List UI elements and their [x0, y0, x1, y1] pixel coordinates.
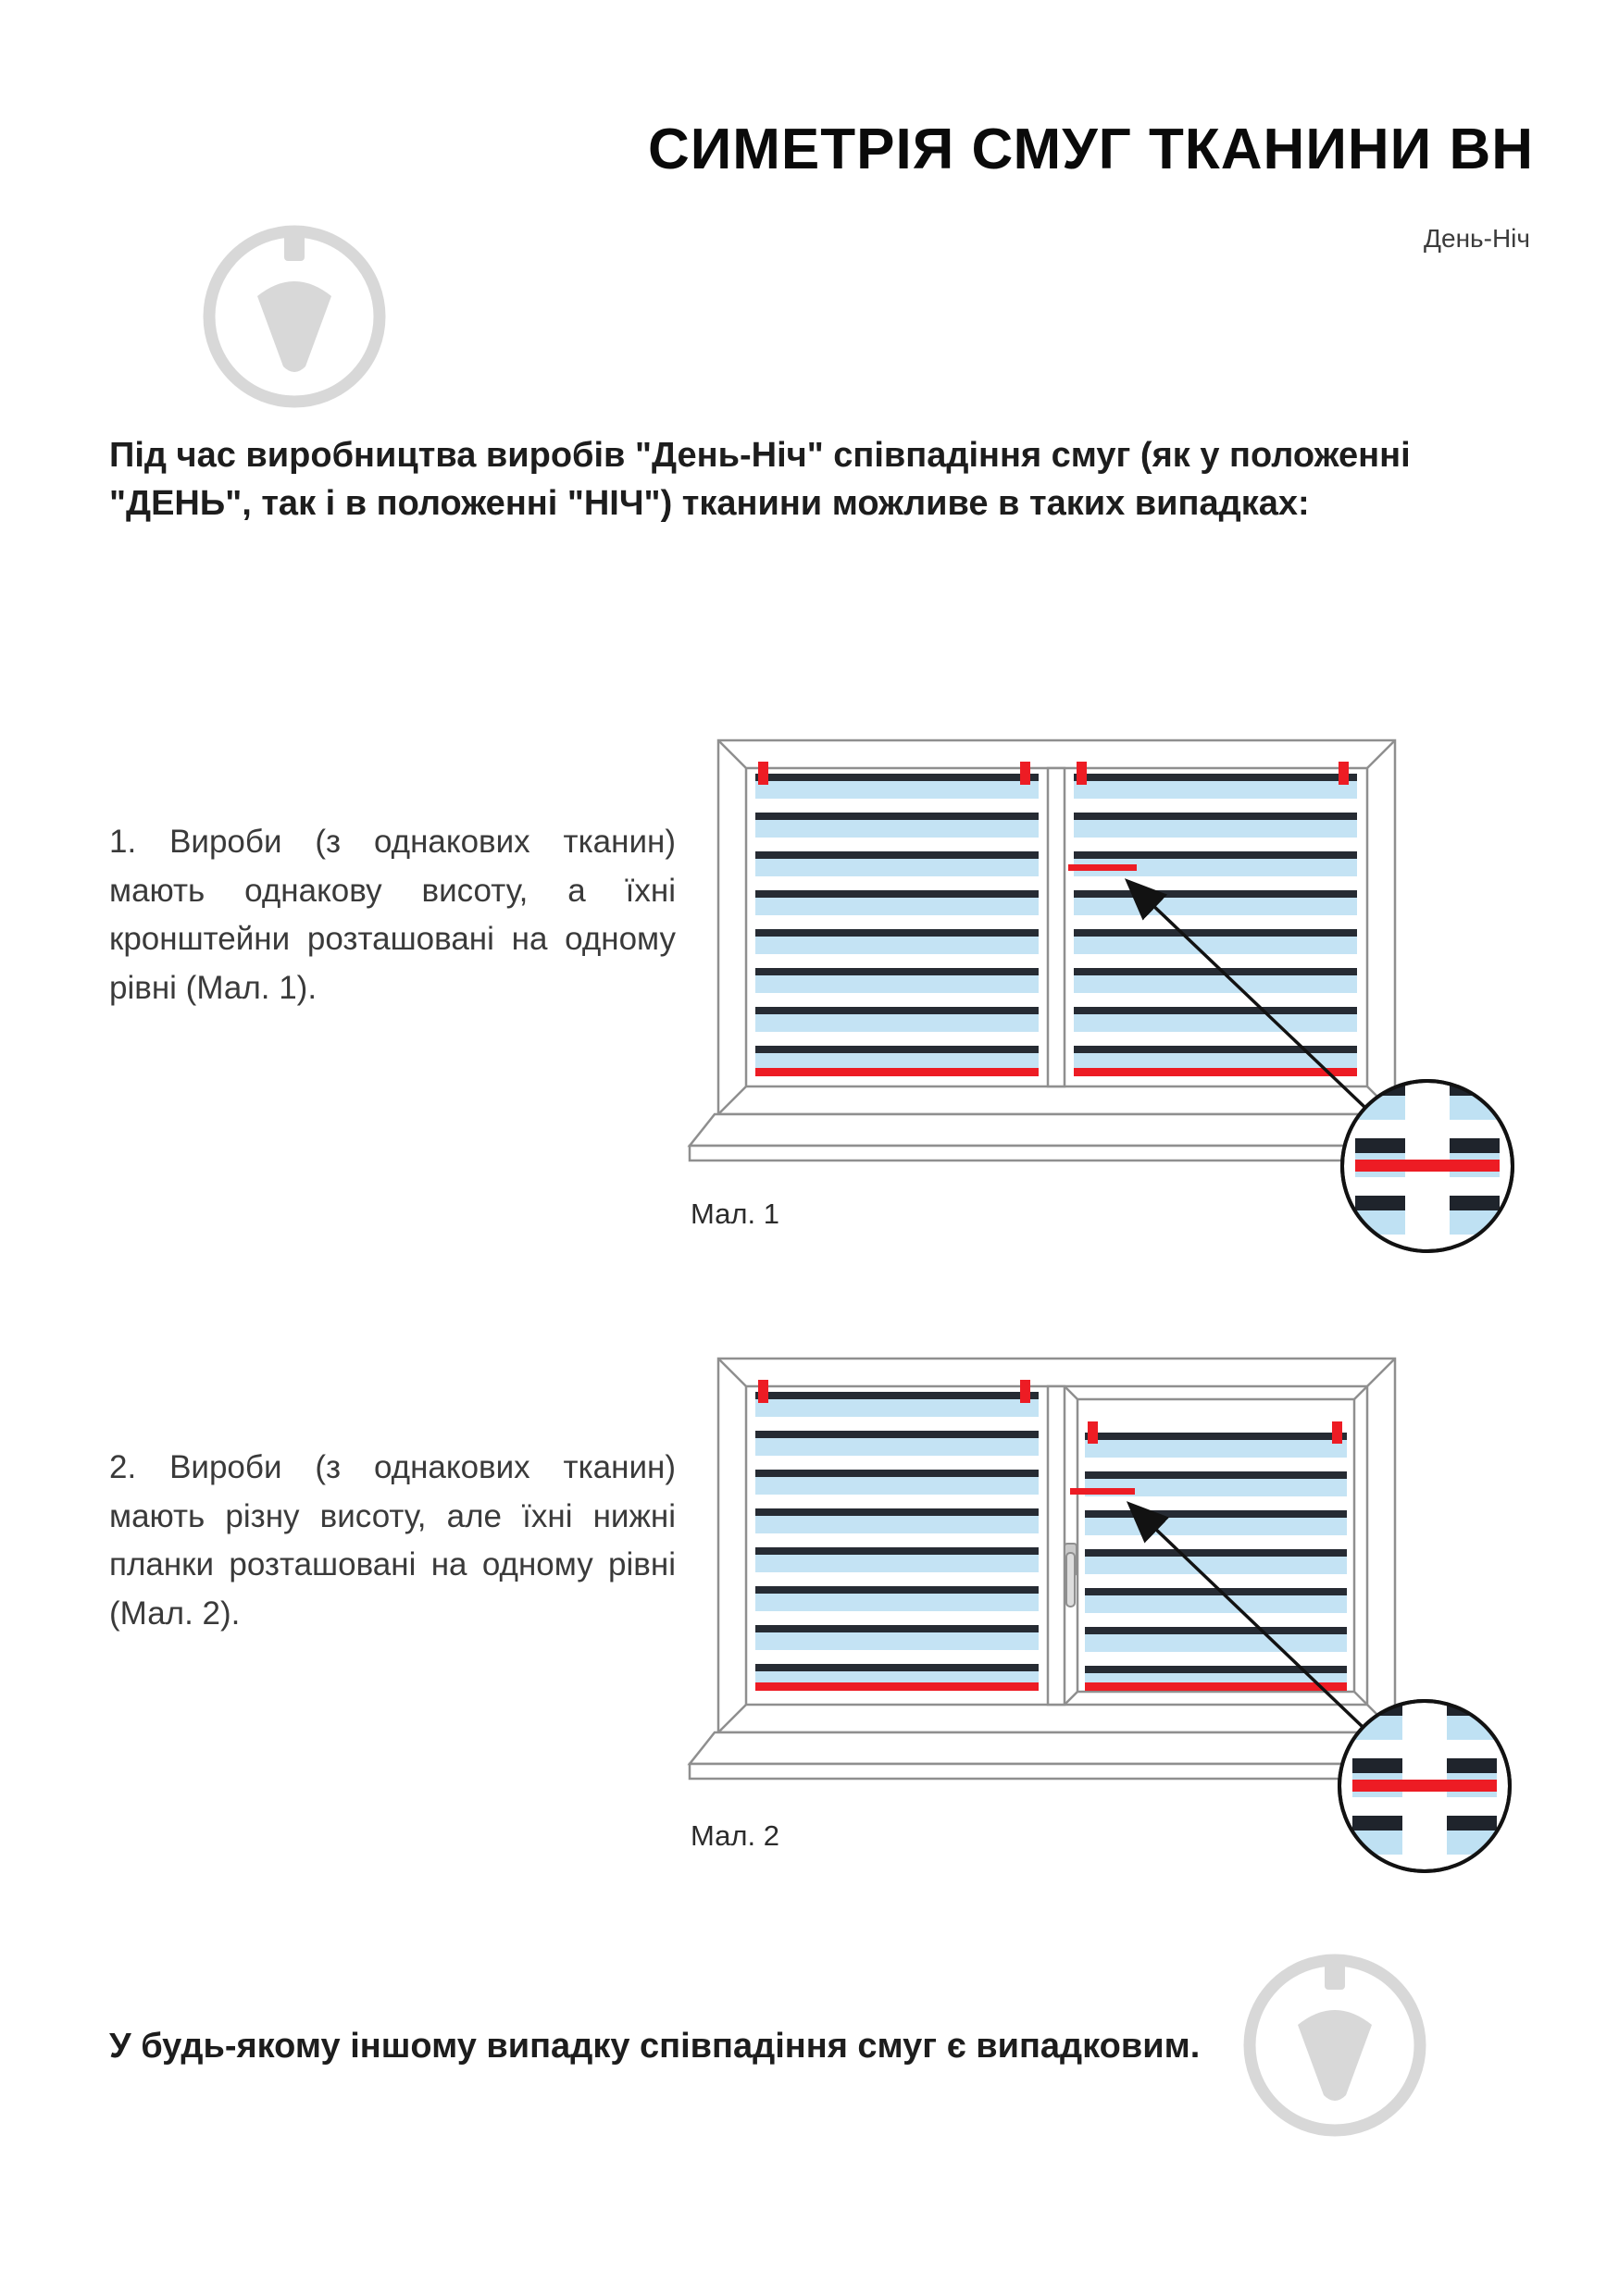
bracket-icon	[1339, 762, 1349, 785]
alignment-marker	[1070, 1488, 1135, 1495]
bracket-icon	[1077, 762, 1087, 785]
pointer-arrow	[1124, 878, 1367, 1110]
page-title: СИМЕТРІЯ СМУГ ТКАНИНИ ВН	[647, 118, 1534, 181]
bracket-icon	[758, 762, 768, 785]
figure-1-caption: Мал. 1	[691, 1198, 779, 1230]
footer-note: У будь-якому іншому випадку співпадіння …	[109, 2027, 1201, 2066]
case-2-text: 2. Вироби (з однакових тканин) мають різ…	[109, 1449, 676, 1632]
left-blind	[755, 762, 1039, 1076]
brand-logo-icon	[1243, 1954, 1426, 2137]
bottom-bar	[755, 1068, 1039, 1076]
right-blind	[1085, 1421, 1347, 1691]
magnifier-detail	[1338, 1699, 1512, 1873]
brand-logo-icon	[203, 225, 386, 408]
figure-2	[687, 1355, 1527, 1884]
figure-2-caption: Мал. 2	[691, 1819, 779, 1852]
window-handle	[1064, 1543, 1077, 1607]
page-subtitle: День-Ніч	[1424, 224, 1530, 253]
intro-paragraph: Під час виробництва виробів "День-Ніч" с…	[109, 436, 1411, 524]
magnifier-detail	[1340, 1079, 1514, 1253]
bottom-bar	[755, 1682, 1039, 1691]
window-sill	[687, 1731, 1426, 1781]
left-blind	[755, 1380, 1039, 1691]
brand-watermark-bottom	[1237, 1947, 1433, 2143]
figure-1	[687, 737, 1527, 1266]
bottom-bar	[1085, 1682, 1347, 1691]
bracket-icon	[1020, 1380, 1030, 1403]
bracket-icon	[1020, 762, 1030, 785]
window-sill	[687, 1112, 1426, 1162]
bottom-bar	[1074, 1068, 1357, 1076]
case-1-text: 1. Вироби (з однакових тканин) мають одн…	[109, 824, 676, 1006]
brand-watermark-top	[196, 218, 392, 415]
bracket-icon	[1088, 1421, 1098, 1444]
pointer-arrow	[1126, 1501, 1364, 1729]
alignment-marker	[1068, 864, 1137, 871]
bracket-icon	[758, 1380, 768, 1403]
bracket-icon	[1332, 1421, 1342, 1444]
right-blind	[1074, 762, 1357, 1076]
